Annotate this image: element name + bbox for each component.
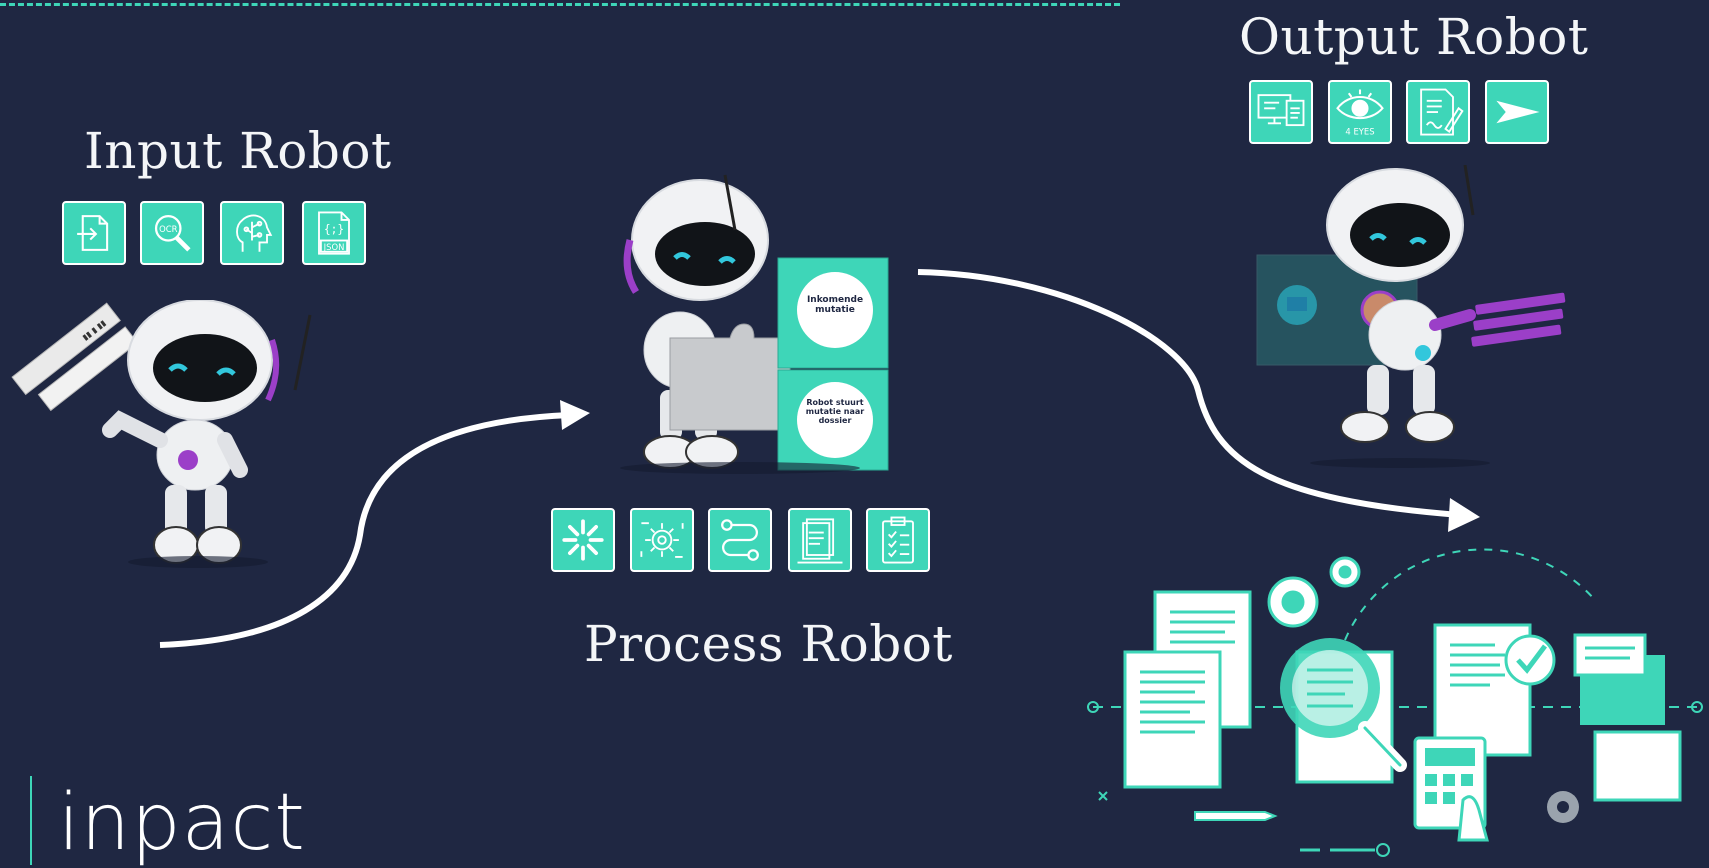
- document-layers-icon: [788, 508, 852, 572]
- puzzle-top-label: Inkomende mutatie: [806, 295, 864, 315]
- input-robot-illustration: ▮▮ ▮ ▮▮: [11, 300, 312, 568]
- json-file-icon: {;} JSON: [302, 201, 366, 265]
- puzzle-bottom-label: Robot stuurt mutatie naar dossier: [805, 398, 865, 425]
- four-eyes-label: 4 EYES: [1345, 127, 1374, 137]
- sparkle-burst-icon: [551, 508, 615, 572]
- input-robot-title: Input Robot: [84, 122, 392, 180]
- ocr-label: OCR: [159, 224, 178, 234]
- circuit-gear-icon: [630, 508, 694, 572]
- inpact-logo: inpact: [58, 778, 306, 868]
- screen-documents-icon: [1249, 80, 1313, 144]
- svg-text:{;}: {;}: [324, 223, 344, 236]
- logo-divider: [30, 776, 32, 865]
- output-robot-title: Output Robot: [1239, 8, 1589, 66]
- process-to-output-arrow: [917, 269, 1480, 532]
- top-dashed-divider: [0, 3, 1120, 6]
- four-eyes-icon: 4 EYES: [1328, 80, 1392, 144]
- checklist-clipboard-icon: [866, 508, 930, 572]
- output-robot-illustration: [1256, 165, 1566, 468]
- workflow-path-icon: [708, 508, 772, 572]
- ocr-search-icon: OCR: [140, 201, 204, 265]
- input-to-process-arrow: [159, 400, 590, 648]
- json-label: JSON: [323, 242, 345, 252]
- send-plane-icon: [1485, 80, 1549, 144]
- process-robot-illustration: Inkomende mutatie Robot stuurt mutatie n…: [620, 174, 889, 474]
- ai-brain-icon: [220, 201, 284, 265]
- import-file-icon: [62, 201, 126, 265]
- document-processing-illustration: [1087, 548, 1703, 857]
- process-robot-title: Process Robot: [584, 615, 953, 673]
- signed-document-icon: [1406, 80, 1470, 144]
